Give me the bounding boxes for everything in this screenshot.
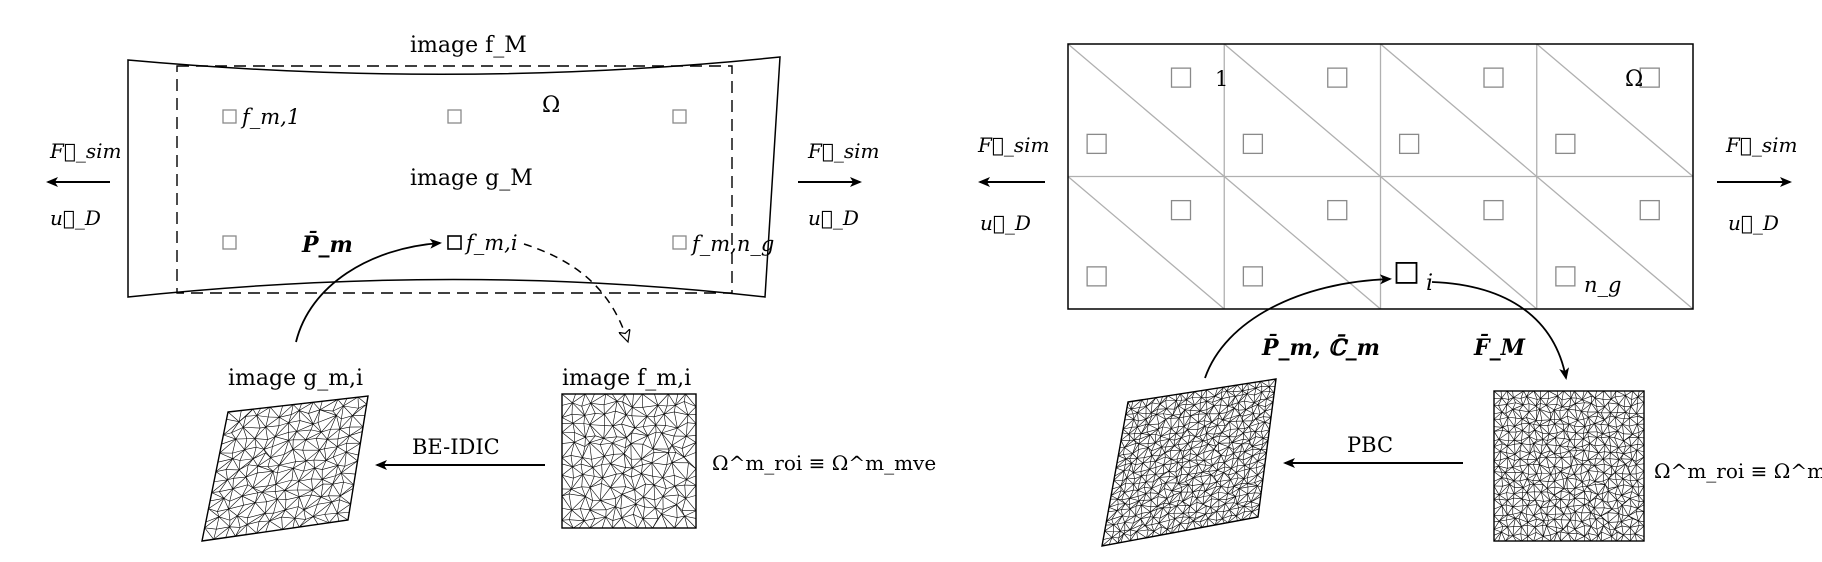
fe-integration-point-box bbox=[1242, 133, 1264, 155]
integration-point-box bbox=[222, 235, 237, 250]
f-mng-label: f_m,n_g bbox=[690, 232, 774, 256]
right-panel: 1 Ω i n_g F⃗_sim u⃗_D F⃗_sim u⃗_D P̄_m, … bbox=[977, 43, 1822, 547]
upscale-arrow bbox=[1204, 274, 1392, 379]
fe-integration-point-box bbox=[1327, 199, 1348, 221]
fe-integration-point-box bbox=[1086, 266, 1107, 287]
reference-rve-mesh-lines bbox=[1493, 390, 1645, 542]
integration-point-box-i bbox=[447, 235, 462, 250]
F-sim-left-label: F⃗_sim bbox=[49, 139, 122, 163]
one-label: 1 bbox=[1215, 67, 1228, 91]
image-fM-rect bbox=[176, 65, 733, 294]
image-gM-label: image g_M bbox=[410, 166, 533, 191]
F-sim-right-label: F⃗_sim bbox=[1725, 133, 1798, 157]
deformed-micro-mesh-lines bbox=[201, 395, 369, 542]
be-idic-label: BE-IDIC bbox=[412, 435, 500, 459]
n-g-label: n_g bbox=[1584, 273, 1621, 297]
u-D-left-label: u⃗_D bbox=[980, 211, 1031, 235]
P-C-label: P̄_m, ℂ̄_m bbox=[1261, 333, 1380, 361]
image-fmi-label: image f_m,i bbox=[562, 366, 691, 391]
omega-label: Ω bbox=[542, 93, 560, 118]
left-panel: image f_M image g_M Ω f_m,1 f_m,i f_m,n_… bbox=[46, 33, 936, 542]
F-M-label: F̄_M bbox=[1473, 333, 1526, 361]
fe-integration-point-box bbox=[1639, 67, 1660, 88]
specimen-outline bbox=[127, 56, 781, 298]
downscale-dashed-arrow bbox=[523, 243, 628, 342]
f-m1-label: f_m,1 bbox=[240, 105, 300, 129]
integration-point-box bbox=[447, 109, 462, 124]
i-label: i bbox=[1426, 271, 1433, 296]
F-sim-left-label: F⃗_sim bbox=[977, 133, 1050, 157]
integration-point-box bbox=[222, 109, 237, 124]
integration-point-box bbox=[672, 235, 687, 250]
fe-integration-point-box bbox=[1483, 67, 1504, 88]
image-fM-label: image f_M bbox=[410, 33, 527, 58]
f-mi-label: f_m,i bbox=[464, 231, 518, 255]
u-D-right-label: u⃗_D bbox=[1728, 211, 1779, 235]
omega-roi-mve-label: Ω^m_roi ≡ Ω^m_mve bbox=[712, 451, 936, 475]
fe-integration-point-box bbox=[1555, 133, 1576, 155]
fe-integration-point-box bbox=[1398, 133, 1420, 155]
fe-integration-point-box bbox=[1483, 199, 1504, 221]
fe-integration-point-box bbox=[1639, 199, 1660, 221]
reference-micro-mesh-lines bbox=[561, 393, 697, 529]
fe-integration-point-box bbox=[1170, 199, 1192, 221]
omega-roi-mve-label: Ω^m_roi ≡ Ω^m_mve bbox=[1654, 459, 1822, 483]
fe-integration-point-box bbox=[1086, 133, 1107, 155]
image-gmi-label: image g_m,i bbox=[228, 366, 363, 391]
fe-integration-point-box bbox=[1242, 266, 1264, 287]
u-D-left-label: u⃗_D bbox=[50, 206, 101, 230]
F-sim-right-label: F⃗_sim bbox=[807, 139, 880, 163]
fe-integration-point-box-i bbox=[1395, 261, 1418, 284]
P-m-label: P̄_m bbox=[301, 230, 353, 258]
fe-integration-point-box bbox=[1170, 67, 1192, 88]
pbc-label: PBC bbox=[1347, 433, 1393, 457]
fe-integration-points bbox=[1086, 67, 1660, 287]
fe-integration-point-box bbox=[1555, 266, 1576, 287]
u-D-right-label: u⃗_D bbox=[808, 206, 859, 230]
upscale-arrow bbox=[295, 238, 442, 343]
integration-point-box bbox=[672, 109, 687, 124]
fe-mesh-outline bbox=[1067, 43, 1694, 310]
fe-integration-point-box bbox=[1327, 67, 1348, 88]
deformed-rve-mesh-lines bbox=[1101, 378, 1277, 547]
omega-right-label: Ω bbox=[1625, 67, 1643, 92]
downscale-arrow bbox=[1431, 281, 1570, 380]
fe-mesh-grid bbox=[1067, 43, 1694, 310]
